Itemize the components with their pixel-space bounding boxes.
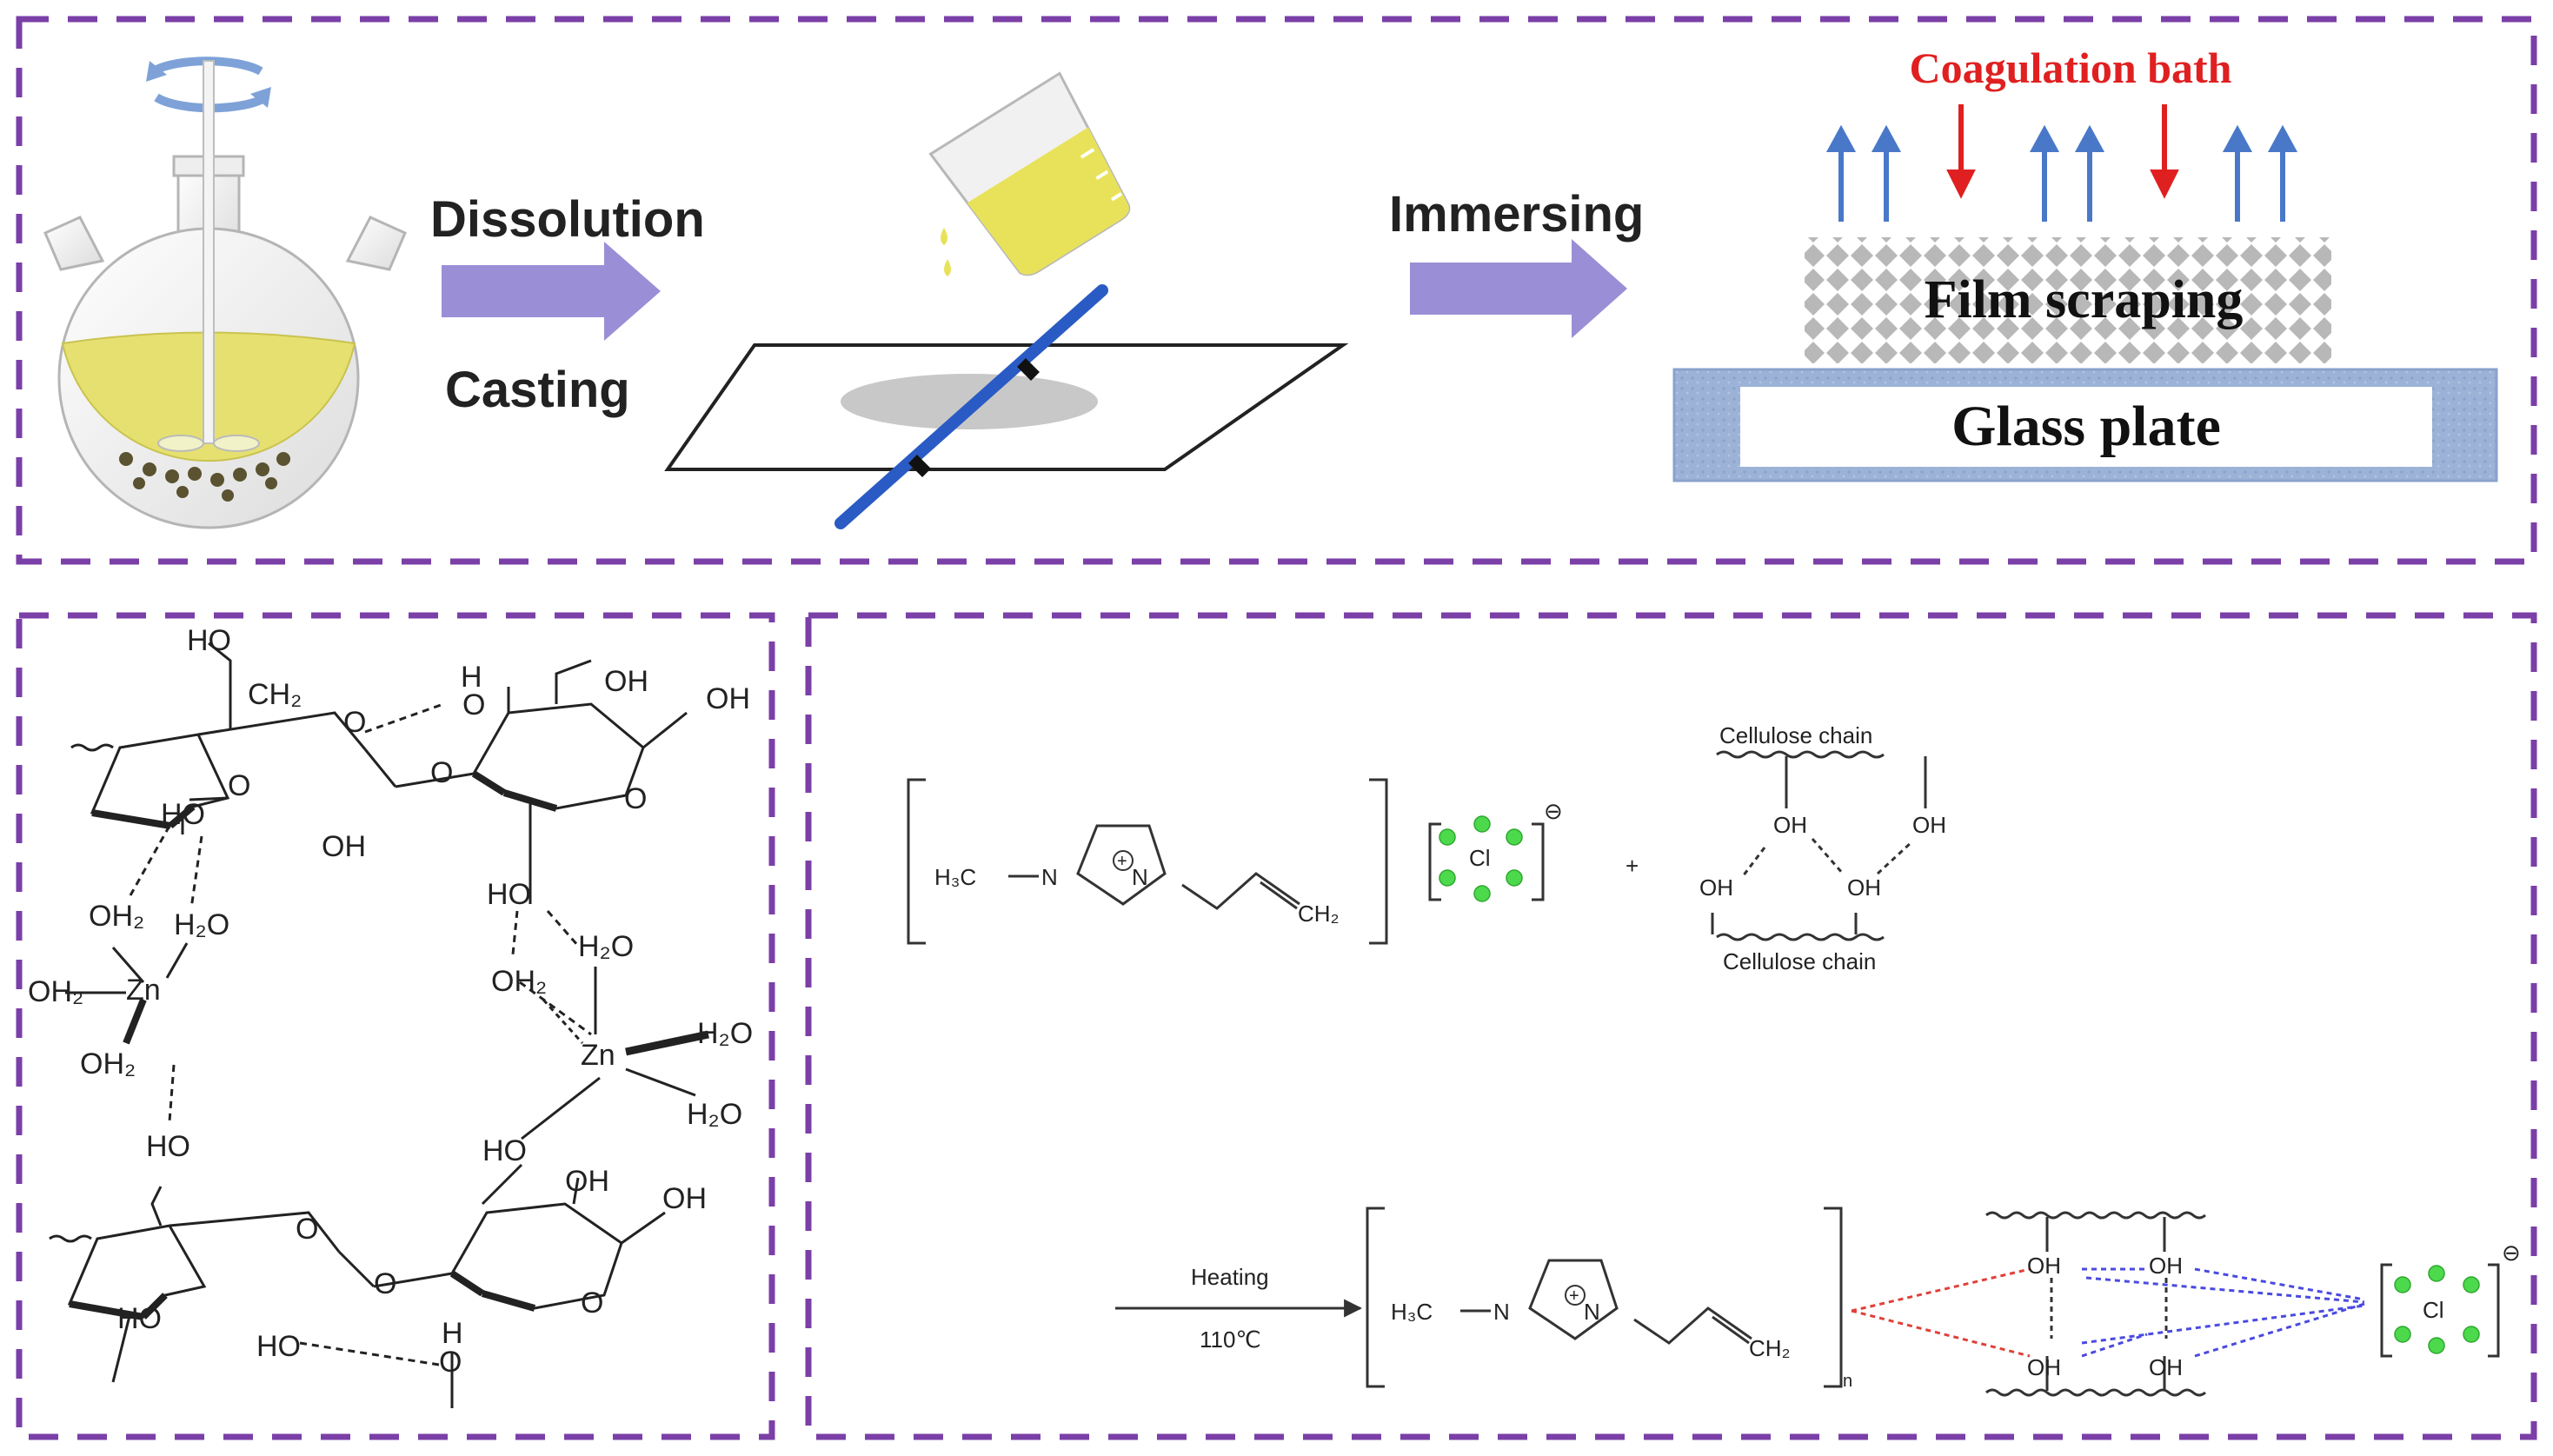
svg-text:HO: HO bbox=[256, 1330, 301, 1363]
svg-text:HO: HO bbox=[187, 624, 231, 657]
panel-process bbox=[16, 16, 2537, 565]
coagulation-scene: Coagulation bath Film scraping Glass pla… bbox=[1672, 43, 2498, 482]
cellulose-chain-top: Cellulose chain bbox=[1719, 722, 1872, 748]
reactant-cation bbox=[907, 778, 1388, 945]
svg-text:Cl: Cl bbox=[2423, 1297, 2444, 1323]
temperature-label: 110℃ bbox=[1200, 1326, 1261, 1353]
svg-text:OH₂: OH₂ bbox=[89, 900, 144, 933]
reactant-cellulose bbox=[1711, 750, 1927, 941]
svg-text:O: O bbox=[581, 1286, 603, 1320]
product-plus-sign: + bbox=[1569, 1286, 1579, 1306]
svg-text:H₂O: H₂O bbox=[687, 1098, 742, 1131]
svg-text:HO: HO bbox=[117, 1302, 162, 1335]
svg-text:Zn: Zn bbox=[126, 974, 161, 1007]
three-neck-flask bbox=[43, 57, 407, 529]
panel-cellulose-zn bbox=[16, 612, 775, 1440]
product-h3c: H₃C bbox=[1391, 1299, 1433, 1325]
cation-plus-sign: + bbox=[1117, 852, 1127, 871]
svg-text:OH₂: OH₂ bbox=[80, 1047, 136, 1080]
svg-text:O: O bbox=[439, 1346, 462, 1379]
svg-text:OH₂: OH₂ bbox=[491, 965, 547, 998]
svg-text:H₂O: H₂O bbox=[697, 1017, 753, 1050]
step-immersing-label: Immersing bbox=[1389, 186, 1644, 243]
svg-text:OH₂: OH₂ bbox=[28, 975, 83, 1008]
svg-text:O: O bbox=[343, 706, 366, 739]
step-dissolution-label: Dissolution bbox=[430, 191, 705, 248]
cation-plus-circle bbox=[1113, 850, 1134, 871]
cellulose-oh-2: OH bbox=[1912, 812, 1946, 838]
svg-text:H: H bbox=[461, 661, 482, 694]
product-ch2: CH₂ bbox=[1749, 1335, 1791, 1361]
svg-text:O: O bbox=[228, 769, 250, 802]
arrow-dissolution bbox=[442, 242, 661, 341]
cellulose-zn-labels: HO CH₂ O H O OH OH O O O HO OH OH₂ H₂O O… bbox=[28, 624, 753, 1379]
plus-operator: + bbox=[1626, 853, 1639, 879]
svg-text:O: O bbox=[374, 1267, 396, 1300]
cation-n1: N bbox=[1041, 864, 1058, 890]
product-oh-1: OH bbox=[2027, 1253, 2061, 1279]
product-plus-circle bbox=[1565, 1285, 1586, 1306]
glass-plate-label: Glass plate bbox=[1951, 395, 2221, 458]
cation-n2: N bbox=[1132, 864, 1148, 890]
cation-ch2: CH₂ bbox=[1298, 901, 1340, 927]
svg-text:OH: OH bbox=[604, 665, 648, 698]
svg-text:OH: OH bbox=[565, 1165, 609, 1198]
product-oh-4: OH bbox=[2149, 1354, 2183, 1380]
svg-text:O: O bbox=[296, 1213, 318, 1246]
product-n1: N bbox=[1493, 1299, 1510, 1325]
svg-text:OH: OH bbox=[662, 1182, 707, 1215]
svg-text:H₂O: H₂O bbox=[578, 930, 634, 963]
svg-text:CH₂: CH₂ bbox=[248, 678, 302, 711]
svg-text:O: O bbox=[430, 756, 453, 789]
product-n2: N bbox=[1584, 1299, 1600, 1325]
product-oh-3: OH bbox=[2027, 1354, 2061, 1380]
svg-text:⊖: ⊖ bbox=[1544, 798, 1563, 824]
svg-text:O: O bbox=[624, 782, 647, 815]
product-cellulose bbox=[1851, 1211, 2365, 1397]
cellulose-zn-structure bbox=[49, 642, 709, 1408]
cation-h3c: H₃C bbox=[934, 864, 976, 890]
product-oh-2: OH bbox=[2149, 1253, 2183, 1279]
cellulose-oh-3: OH bbox=[1699, 874, 1733, 901]
panel-ionic-liquid bbox=[805, 612, 2537, 1440]
casting-scene bbox=[664, 71, 1349, 529]
product-n-subscript: n bbox=[1843, 1372, 1852, 1391]
svg-text:Cl: Cl bbox=[1469, 845, 1491, 871]
svg-text:OH: OH bbox=[706, 682, 750, 715]
step-casting-label: Casting bbox=[445, 362, 630, 418]
svg-text:O: O bbox=[462, 688, 485, 721]
cellulose-chain-bottom: Cellulose chain bbox=[1723, 948, 1876, 974]
svg-text:Zn: Zn bbox=[581, 1039, 615, 1072]
product-cation bbox=[1366, 1207, 1843, 1388]
reactant-anion: Cl ⊖ bbox=[1428, 798, 1563, 902]
film-scraping-label: Film scraping bbox=[1925, 270, 2244, 329]
product-anion: Cl ⊖ bbox=[2380, 1240, 2521, 1358]
svg-text:H: H bbox=[442, 1317, 463, 1350]
svg-text:OH: OH bbox=[322, 830, 366, 863]
svg-text:HO: HO bbox=[161, 798, 205, 831]
heating-label: Heating bbox=[1191, 1264, 1269, 1290]
svg-text:H₂O: H₂O bbox=[174, 908, 229, 941]
coagulation-bath-label: Coagulation bath bbox=[1910, 43, 2232, 92]
svg-text:HO: HO bbox=[482, 1134, 527, 1167]
svg-text:HO: HO bbox=[146, 1130, 190, 1163]
svg-text:⊖: ⊖ bbox=[2502, 1240, 2521, 1266]
cellulose-oh-4: OH bbox=[1847, 874, 1881, 901]
svg-text:HO: HO bbox=[487, 878, 531, 911]
arrow-immersing bbox=[1410, 239, 1627, 338]
cellulose-oh-1: OH bbox=[1773, 812, 1807, 838]
